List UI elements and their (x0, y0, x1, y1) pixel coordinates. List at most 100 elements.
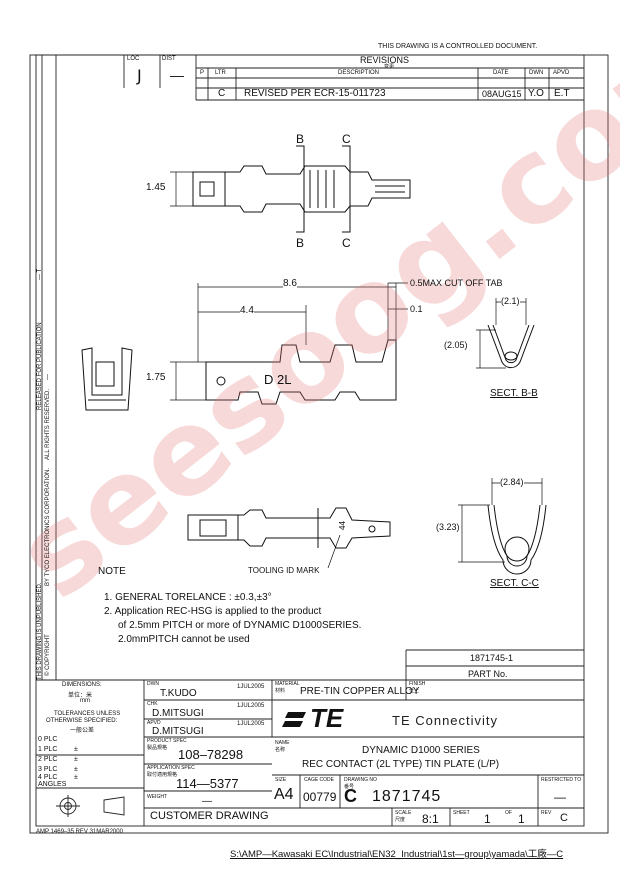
title-line-1: DYNAMIC D1000 SERIES (362, 745, 480, 756)
material-cn: 材料 (275, 688, 286, 694)
angles-label: ANGLES (38, 781, 67, 788)
sheet-label: SHEET (453, 810, 470, 816)
tolerances-cn: 一般公差 (70, 728, 95, 734)
sect-bb-label: SECT. B-B (490, 388, 538, 399)
file-path: S:\AMP—Kawasaki EC\Industrial\EN32_Indus… (230, 849, 564, 860)
cage-code-label: CAGE CODE (304, 777, 335, 783)
strip-by-tyco: BY TYCO ELECTRONICS CORPORATION. (45, 467, 51, 586)
tooling-id-mark: TOOLING ID MARK (248, 566, 320, 575)
product-spec-value: 108–78298 (178, 747, 244, 762)
strip-mark-1: — T (37, 268, 43, 280)
end-view-outline (81, 347, 133, 411)
dist-label: DIST (162, 56, 176, 62)
top-section-b: B (296, 132, 305, 146)
plc-2: 2 PLC (38, 756, 58, 763)
plc-pm-1: ± (74, 746, 78, 753)
part-no-label: PART No. (468, 669, 508, 679)
te-logo-mark (282, 712, 306, 727)
sect-cc-outline (487, 504, 547, 575)
product-spec-cn: 製品規格 (147, 745, 168, 751)
customer-drawing: CUSTOMER DRAWING (150, 810, 269, 822)
tolerances-1: TOLERANCES UNLESS (54, 711, 121, 717)
note-line-3: of 2.5mm PITCH or more of DYNAMIC D1000S… (118, 620, 362, 631)
sect-bb-width: (2.1) (501, 296, 520, 306)
material-label: MATERIAL (275, 681, 300, 687)
plc-0: 0 PLC (38, 736, 58, 743)
sect-cc-label: SECT. C-C (490, 578, 539, 589)
rev-col-p: P (200, 70, 205, 76)
rev-label: REV (541, 810, 552, 816)
app-spec-cn: 取付適用規格 (147, 772, 178, 778)
controlled-note: THIS DRAWING IS A CONTROLLED DOCUMENT. (378, 43, 538, 50)
rev-col-date: DATE (493, 70, 509, 76)
rev-row-desc: REVISED PER ECR-15-011723 (244, 88, 386, 99)
rev-row-apvd: E.T (554, 88, 570, 99)
note-line-4: 2.0mmPITCH cannot be used (118, 634, 250, 645)
strip-rights: ALL RIGHTS RESERVED. (45, 388, 51, 460)
sheet-value: 1 (484, 812, 491, 826)
dimensions-cn: 单位：米 (68, 693, 93, 699)
dim-point-one: 0.1 (410, 304, 423, 314)
title-line-2: REC CONTACT (2L TYPE) TIN PLATE (L/P) (302, 759, 500, 770)
plc-pm-4: ± (74, 774, 78, 781)
apvd-date: 1JUL2005 (237, 721, 265, 727)
cage-code-value: 00779 (303, 790, 337, 804)
dim-top-height: 1.45 (146, 182, 166, 193)
plc-pm-3: ± (74, 766, 78, 773)
strip-mark-2: — (45, 374, 51, 380)
of-value: 1 (518, 812, 525, 826)
tolerances-2: OTHERWISE SPECIFIED: (46, 718, 118, 724)
strip-released: RELEASED FOR PUBLICATION (37, 322, 43, 410)
name-cn: 名称 (275, 747, 286, 753)
apvd-label: APVD (147, 720, 161, 726)
product-spec-label: PRODUCT SPEC (147, 738, 187, 744)
dim-inner-length: 4.4 (240, 305, 254, 316)
dim-overall-length: 8.6 (283, 278, 297, 289)
top-view-outline (192, 165, 411, 213)
size-label: SIZE (275, 777, 287, 783)
dist-value: — (170, 67, 184, 83)
dimensions-unit: mm (80, 698, 90, 704)
rev-col-dwn: DWN (529, 70, 544, 76)
rev-row-ltr: C (218, 88, 226, 99)
side-view-outline (205, 339, 397, 405)
loc-label: LOC (127, 56, 140, 62)
restricted-label: RESTRICTED TO (541, 777, 582, 783)
rev-value: C (560, 812, 568, 824)
notes-heading: NOTE (98, 566, 126, 577)
revisions-title: REVISIONS (360, 55, 410, 65)
sect-cc-height: (3.23) (436, 522, 460, 532)
strip-copyright: © COPYRIGHT (45, 634, 51, 676)
restricted-value: — (554, 790, 566, 804)
scale-cn: 尺度 (395, 817, 406, 823)
scale-label: SCALE (395, 810, 412, 816)
tooling-id-number: 44 (337, 521, 347, 530)
sect-cc-width: (2.84) (500, 477, 524, 487)
name-label: NAME (275, 740, 290, 746)
apvd-name: D.MITSUGI (152, 726, 204, 737)
brand-name: TE Connectivity (392, 713, 499, 728)
dwn-date: 1JUL2005 (237, 684, 265, 690)
material-value: PRE-TIN COPPER ALLOY (300, 686, 420, 697)
dwn-name: T.KUDO (160, 688, 197, 699)
bottom-section-c: C (342, 236, 351, 250)
rev-col-desc: DESCRIPTION (338, 70, 380, 76)
side-marking: D 2L (264, 372, 292, 387)
dim-side-height: 1.75 (146, 372, 166, 383)
weight-label: WEIGHT (147, 794, 167, 800)
bottom-section-b: B (296, 236, 305, 250)
scale-value: 8:1 (422, 812, 439, 826)
plc-1: 1 PLC (38, 746, 58, 753)
note-line-2: 2. Application REC-HSG is applied to the… (104, 606, 322, 617)
projection-symbol (56, 795, 125, 817)
bottom-view-outline (187, 507, 391, 549)
finish-cn: 仕上 (409, 688, 420, 694)
rev-col-ltr: LTR (215, 70, 226, 76)
chk-name: D.MITSUGI (152, 708, 204, 719)
rev-row-date: 08AUG15 (482, 89, 522, 99)
note-line-1: 1. GENERAL TORELANCE : ±0.3,±3° (104, 592, 272, 603)
drawing-no-label: DRAWING NO (344, 777, 377, 783)
loc-value: J (137, 66, 142, 85)
dimensions-label: DIMENSIONS: (62, 682, 102, 688)
